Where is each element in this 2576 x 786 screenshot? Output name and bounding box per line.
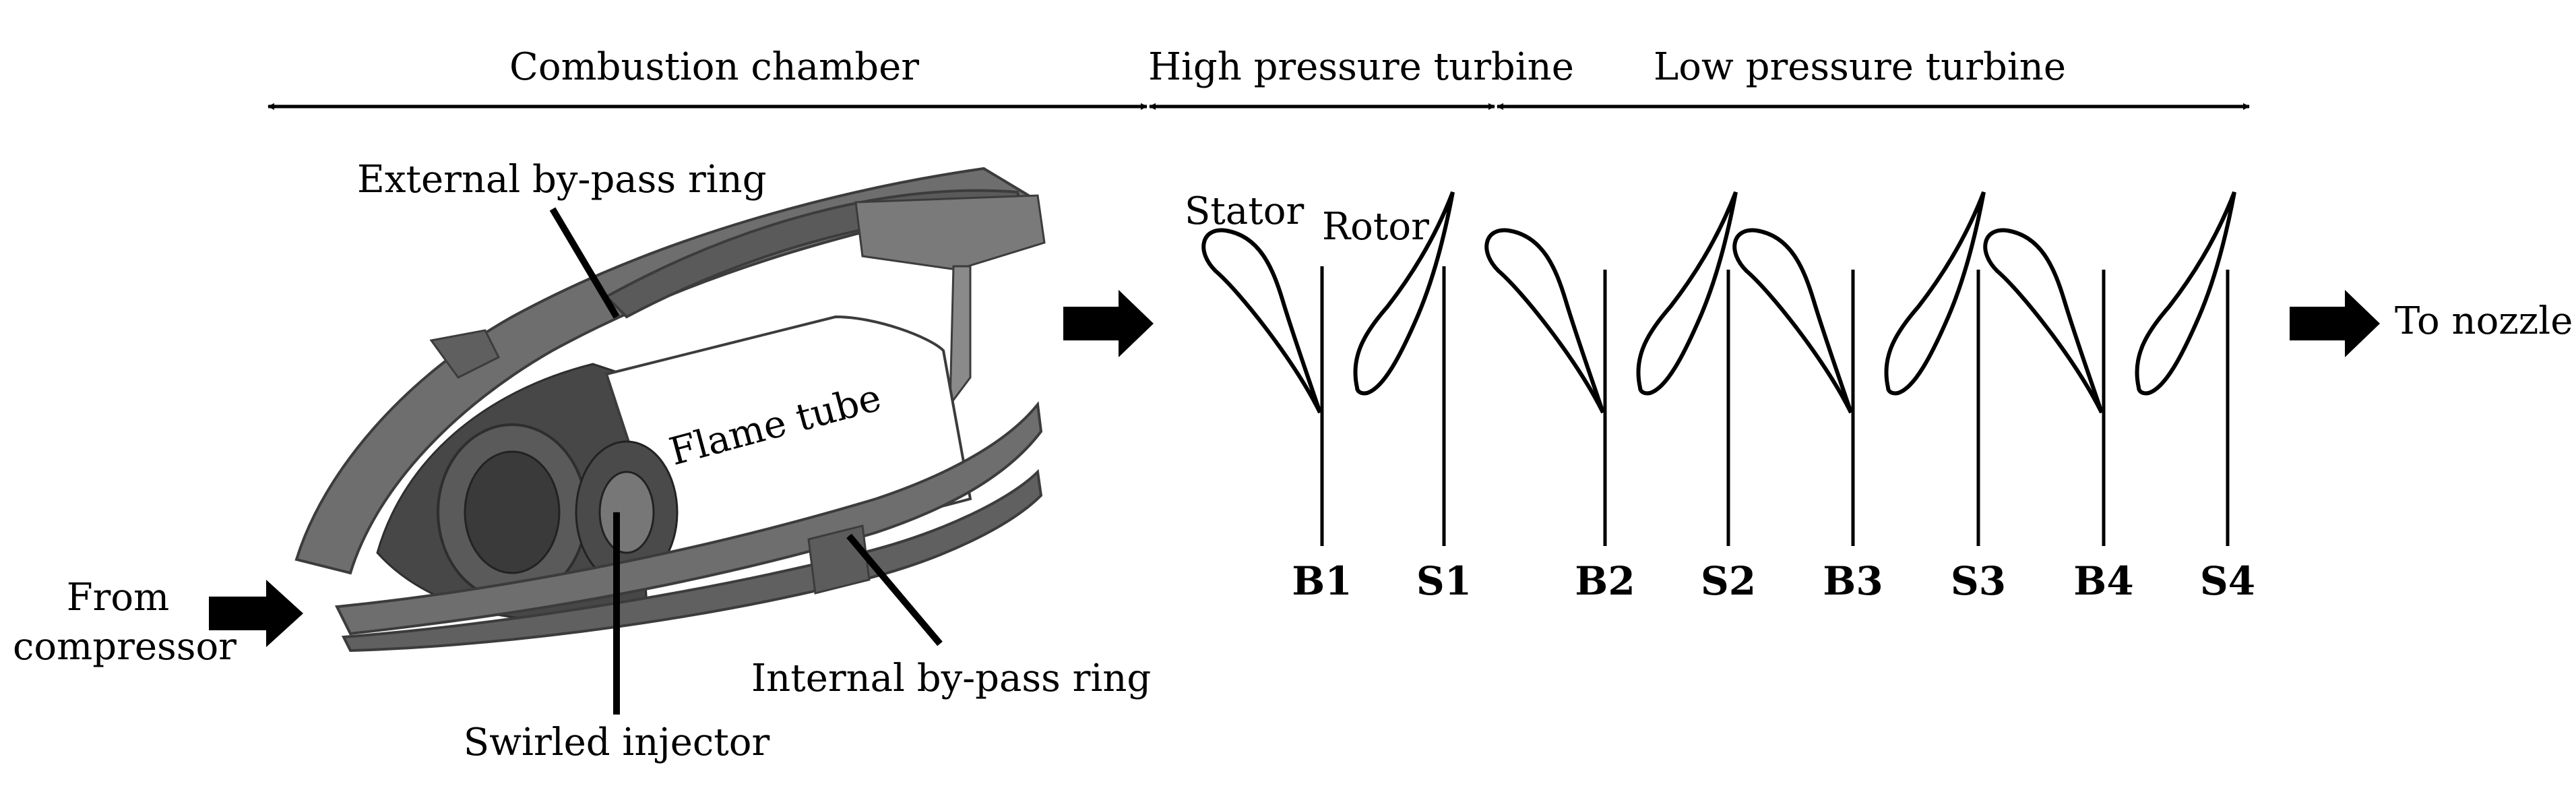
stator-label: Stator bbox=[1185, 189, 1304, 233]
internal-bypass-pointer bbox=[846, 533, 943, 646]
from-compressor-label-line2: compressor bbox=[13, 625, 237, 669]
external-bypass-label: External by-pass ring bbox=[357, 158, 767, 202]
station-label-s4: S4 bbox=[2200, 558, 2255, 604]
swirled-injector-label: Swirled injector bbox=[464, 721, 770, 764]
station-label-b3: B3 bbox=[1823, 558, 1883, 604]
station-label-b2: B2 bbox=[1575, 558, 1635, 604]
station-label-b1: B1 bbox=[1292, 558, 1352, 604]
rotor-blade-2 bbox=[1636, 191, 1738, 396]
stator-blade-1 bbox=[1201, 228, 1322, 414]
mid-flow-arrow-icon bbox=[1063, 290, 1154, 357]
from-compressor-label-line1: From bbox=[67, 576, 169, 619]
combustion-chamber-label: Combustion chamber bbox=[509, 45, 919, 89]
station-label-b4: B4 bbox=[2073, 558, 2133, 604]
turbine-stages: B1 S1 B2 S2 B3 S3 B4 S4 bbox=[1201, 191, 2255, 604]
internal-bypass-label: Internal by-pass ring bbox=[751, 657, 1151, 700]
external-bypass-pointer bbox=[549, 207, 620, 319]
rotor-blade-1 bbox=[1353, 191, 1455, 396]
outflow-arrow-icon bbox=[2290, 290, 2380, 357]
hp-turbine-label: High pressure turbine bbox=[1148, 45, 1574, 89]
callout-arrows bbox=[549, 207, 943, 715]
station-label-s1: S1 bbox=[1416, 558, 1472, 604]
combustor-illustration bbox=[294, 167, 1046, 653]
rotor-blade-3 bbox=[1884, 191, 1986, 396]
to-nozzle-label: To nozzle bbox=[2395, 299, 2573, 343]
stator-blade-4 bbox=[1983, 228, 2104, 414]
stator-blade-2 bbox=[1484, 228, 1605, 414]
rotor-label: Rotor bbox=[1322, 205, 1429, 249]
stator-blade-3 bbox=[1732, 228, 1853, 414]
outer-clip bbox=[429, 329, 501, 379]
lp-turbine-label: Low pressure turbine bbox=[1654, 45, 2066, 89]
outer-rear-bracket bbox=[854, 194, 1046, 271]
inflow-arrow-icon bbox=[209, 580, 303, 647]
rotor-blade-4 bbox=[2135, 191, 2236, 396]
station-label-s2: S2 bbox=[1701, 558, 1756, 604]
station-label-s3: S3 bbox=[1951, 558, 2006, 604]
outer-strut bbox=[949, 265, 972, 408]
